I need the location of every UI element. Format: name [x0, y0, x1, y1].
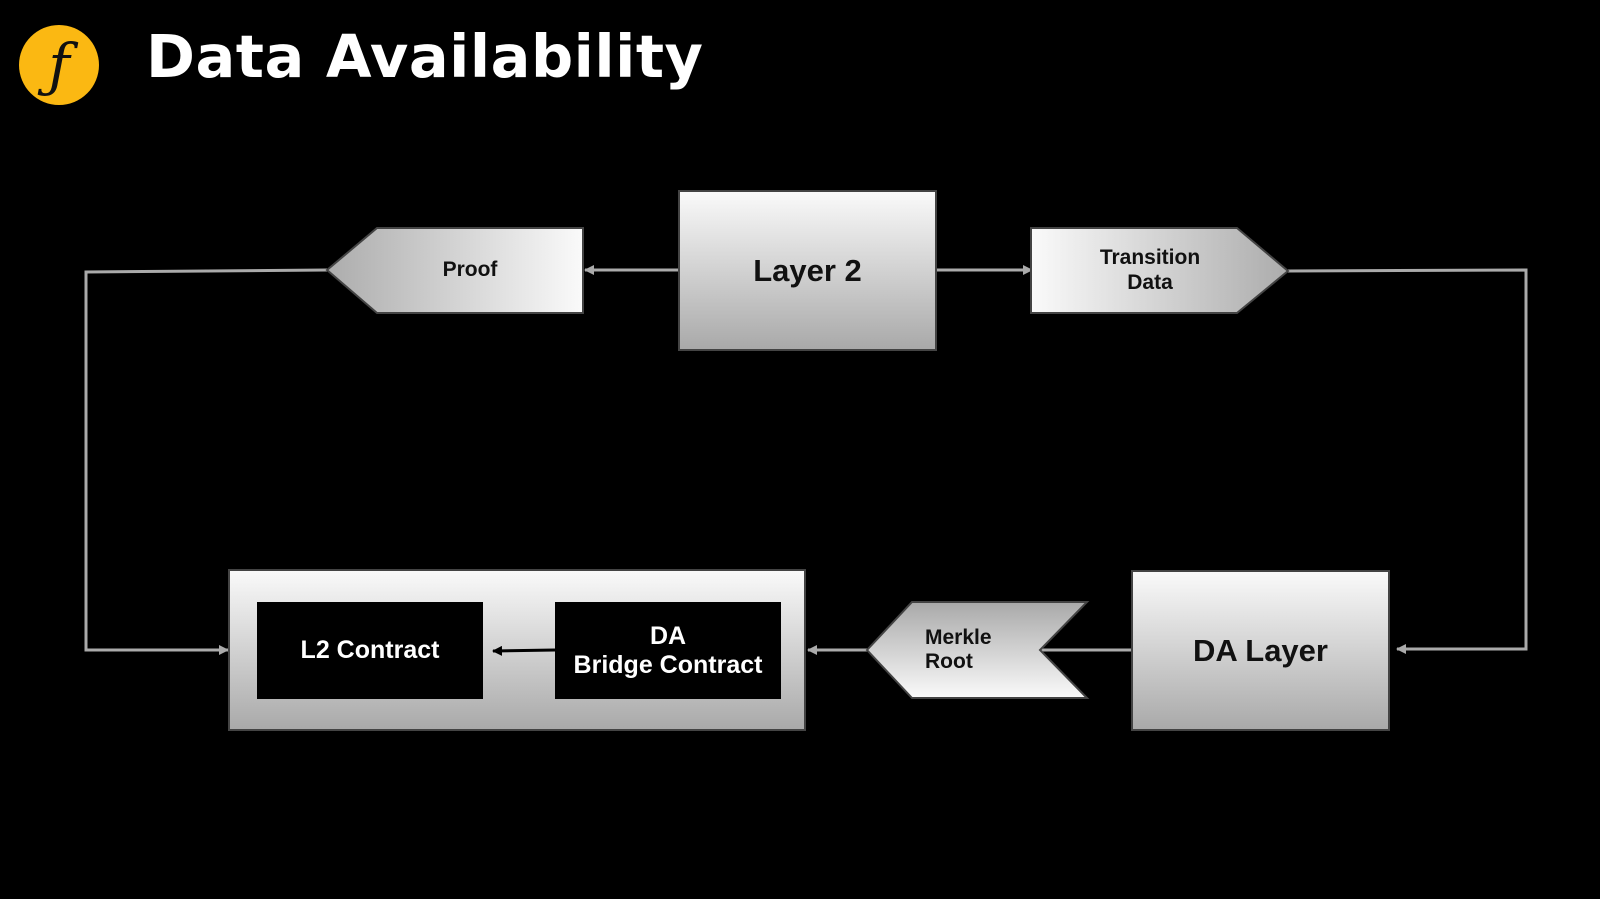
layer2-node [678, 190, 937, 351]
l2-contract-label: L2 Contract [257, 602, 483, 699]
da-layer-text: DA Layer [1193, 632, 1328, 668]
edge-bridge-l2contract [492, 645, 556, 656]
merkle-text: Merkle [925, 625, 992, 649]
proof-node [325, 227, 584, 314]
proof-label: Proof [380, 228, 560, 313]
edge-transition-dalayer [1287, 268, 1528, 654]
edge-proof-l2contract [84, 268, 328, 655]
l2-contract-node [257, 602, 483, 699]
da-bridge-contract-node [555, 602, 781, 699]
merkle-root-node [865, 601, 1090, 699]
da-layer-node [1131, 570, 1390, 731]
logo: ƒ [19, 25, 99, 105]
layer2-text: Layer 2 [753, 252, 862, 288]
merkle-root-label: Merkle Root [925, 602, 1015, 698]
layer2-label: Layer 2 [679, 191, 936, 350]
data-text: Data [1127, 270, 1173, 294]
da-text: DA [649, 621, 687, 650]
bridge-contract-text: Bridge Contract [573, 650, 763, 679]
root-text: Root [925, 650, 973, 673]
da-layer-label: DA Layer [1132, 571, 1389, 730]
transition-data-node [1030, 227, 1290, 314]
transition-data-label: Transition Data [1050, 228, 1250, 313]
l2-contract-text: L2 Contract [300, 636, 440, 665]
proof-text: Proof [442, 258, 498, 282]
florin-icon: ƒ [48, 31, 70, 99]
page-title: Data Availability [146, 22, 704, 91]
da-bridge-contract-label: DA Bridge Contract [555, 602, 781, 699]
transition-text: Transition [1099, 246, 1201, 270]
